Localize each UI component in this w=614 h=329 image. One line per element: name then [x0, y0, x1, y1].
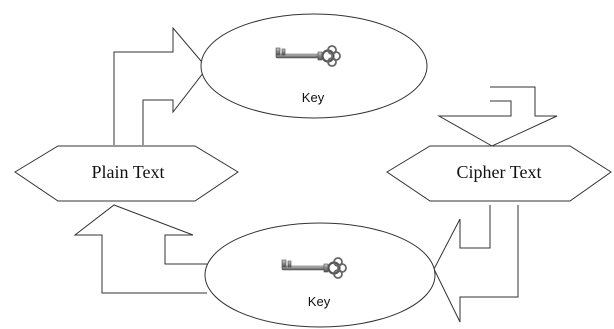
arrow-key-top-to-ciphertext	[437, 86, 558, 147]
key-node-bottom	[204, 222, 436, 328]
key-node-top	[200, 13, 428, 119]
arrow-ciphertext-to-key-bottom	[433, 205, 519, 323]
key-label-bottom: Key	[308, 294, 331, 309]
plaintext-label: Plain Text	[92, 162, 165, 182]
ciphertext-label: Cipher Text	[457, 162, 542, 182]
key-label-top: Key	[302, 90, 325, 105]
arrow-key-bottom-to-plaintext	[73, 204, 207, 294]
arrow-plaintext-to-key-top	[113, 26, 208, 145]
plaintext-node	[14, 145, 239, 202]
ciphertext-node	[386, 145, 612, 202]
